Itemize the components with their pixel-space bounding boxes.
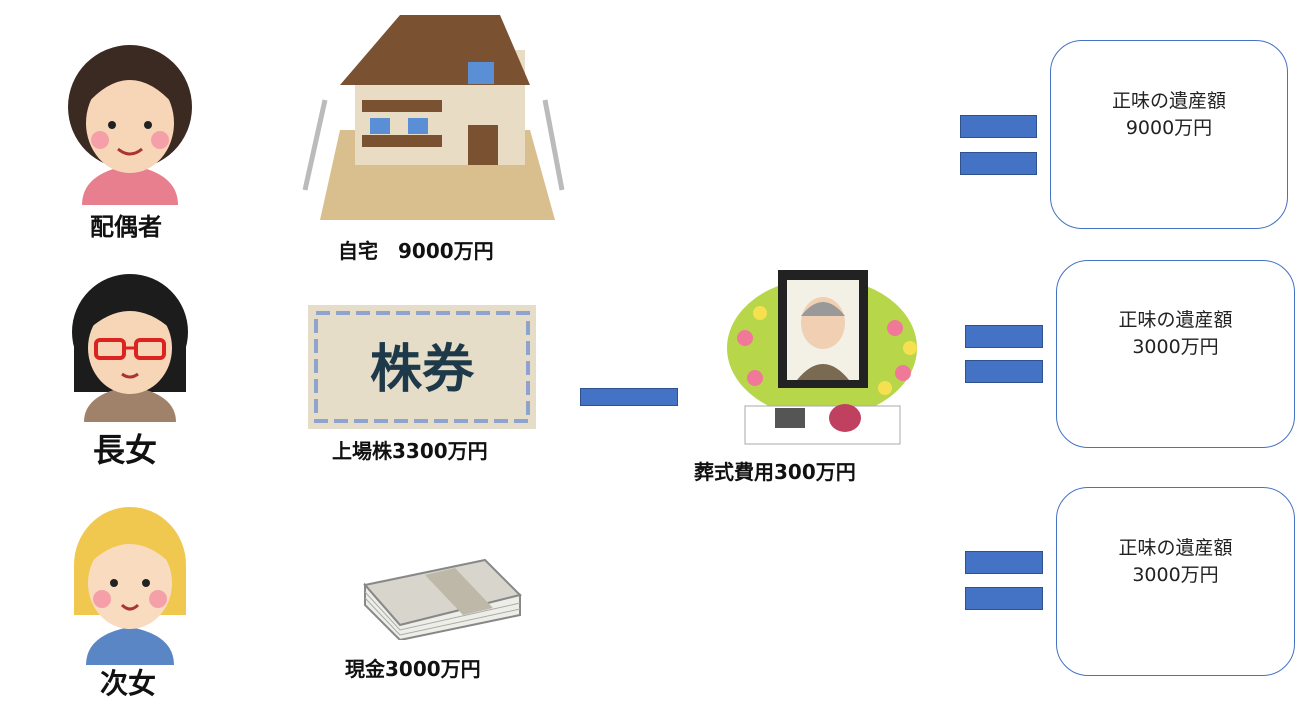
result-amount: 3000万円 bbox=[1132, 563, 1219, 586]
certificate-text: 株券 bbox=[370, 340, 475, 400]
asset-label-stocks: 上場株3300万円 bbox=[332, 439, 488, 463]
equals-sign-bottom-2 bbox=[965, 360, 1043, 383]
result-box-spouse: 正味の遺産額 9000万円 bbox=[1050, 40, 1288, 229]
result-title: 正味の遺産額 bbox=[1118, 309, 1233, 331]
result-amount: 9000万円 bbox=[1125, 116, 1213, 139]
eldest-daughter-icon bbox=[72, 274, 188, 422]
minus-sign bbox=[580, 388, 678, 406]
result-box-eldest-daughter: 正味の遺産額 3000万円 bbox=[1056, 260, 1295, 448]
person-label-spouse: 配偶者 bbox=[90, 213, 162, 241]
person-label-second-daughter: 次女 bbox=[100, 667, 157, 700]
result-title: 正味の遺産額 bbox=[1111, 89, 1226, 112]
house-icon bbox=[302, 15, 565, 220]
funeral-altar-icon bbox=[727, 270, 917, 445]
equals-sign-top-3 bbox=[965, 551, 1043, 574]
person-label-eldest-daughter: 長女 bbox=[93, 431, 158, 469]
equals-sign-bottom-3 bbox=[965, 587, 1043, 610]
second-daughter-icon bbox=[74, 507, 186, 665]
spouse-icon bbox=[68, 45, 192, 205]
asset-label-cash: 現金3000万円 bbox=[345, 657, 481, 681]
stock-certificate-icon: 株券 bbox=[308, 305, 536, 429]
equals-sign-top-2 bbox=[965, 325, 1043, 348]
equals-sign-top-1 bbox=[960, 115, 1037, 138]
result-amount: 3000万円 bbox=[1132, 336, 1219, 358]
asset-label-house: 自宅 9000万円 bbox=[338, 239, 494, 263]
cash-bundle-icon bbox=[363, 558, 522, 640]
deduction-label: 葬式費用300万円 bbox=[694, 460, 856, 484]
equals-sign-bottom-1 bbox=[960, 152, 1037, 175]
result-box-second-daughter: 正味の遺産額 3000万円 bbox=[1056, 487, 1295, 676]
result-title: 正味の遺産額 bbox=[1118, 536, 1233, 559]
